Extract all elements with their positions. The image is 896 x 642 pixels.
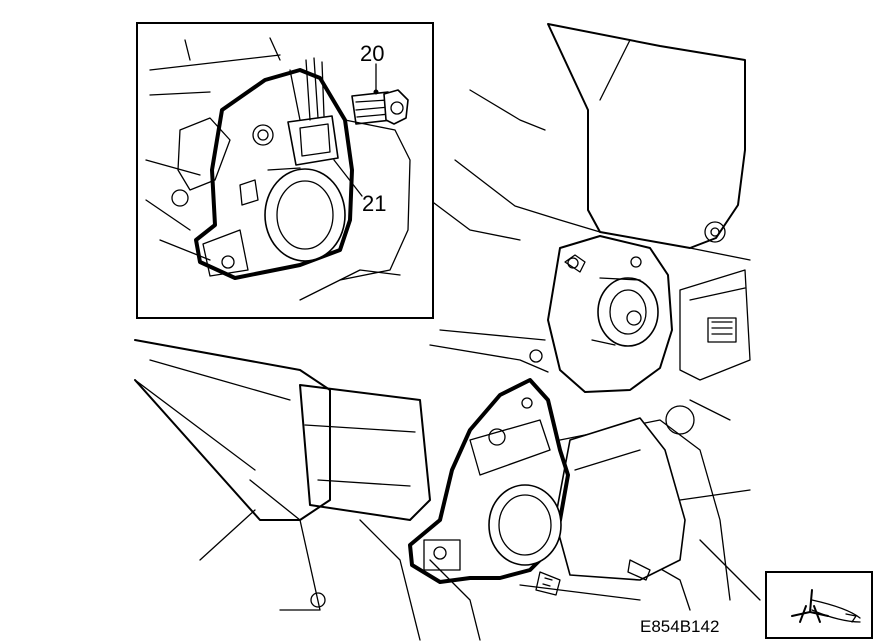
callout-21: 21 [362,191,386,216]
figure-code: E854B142 [640,617,719,636]
bolt-part-20 [351,89,409,125]
upper-trim-panel [429,23,751,261]
upper-motor-housing [529,235,673,393]
main-view [134,23,761,641]
inset-detail: 20 21 [136,22,434,319]
corner-symbol-box [765,571,873,639]
frame-lines [359,329,761,641]
main-motor [408,378,686,596]
left-tube-housing [134,339,431,611]
connector-part-21 [287,57,339,166]
inset-motor [194,68,354,280]
mirror-actuator-symbol-icon [791,589,861,623]
right-connector-block [665,269,751,435]
callout-20: 20 [360,41,384,66]
